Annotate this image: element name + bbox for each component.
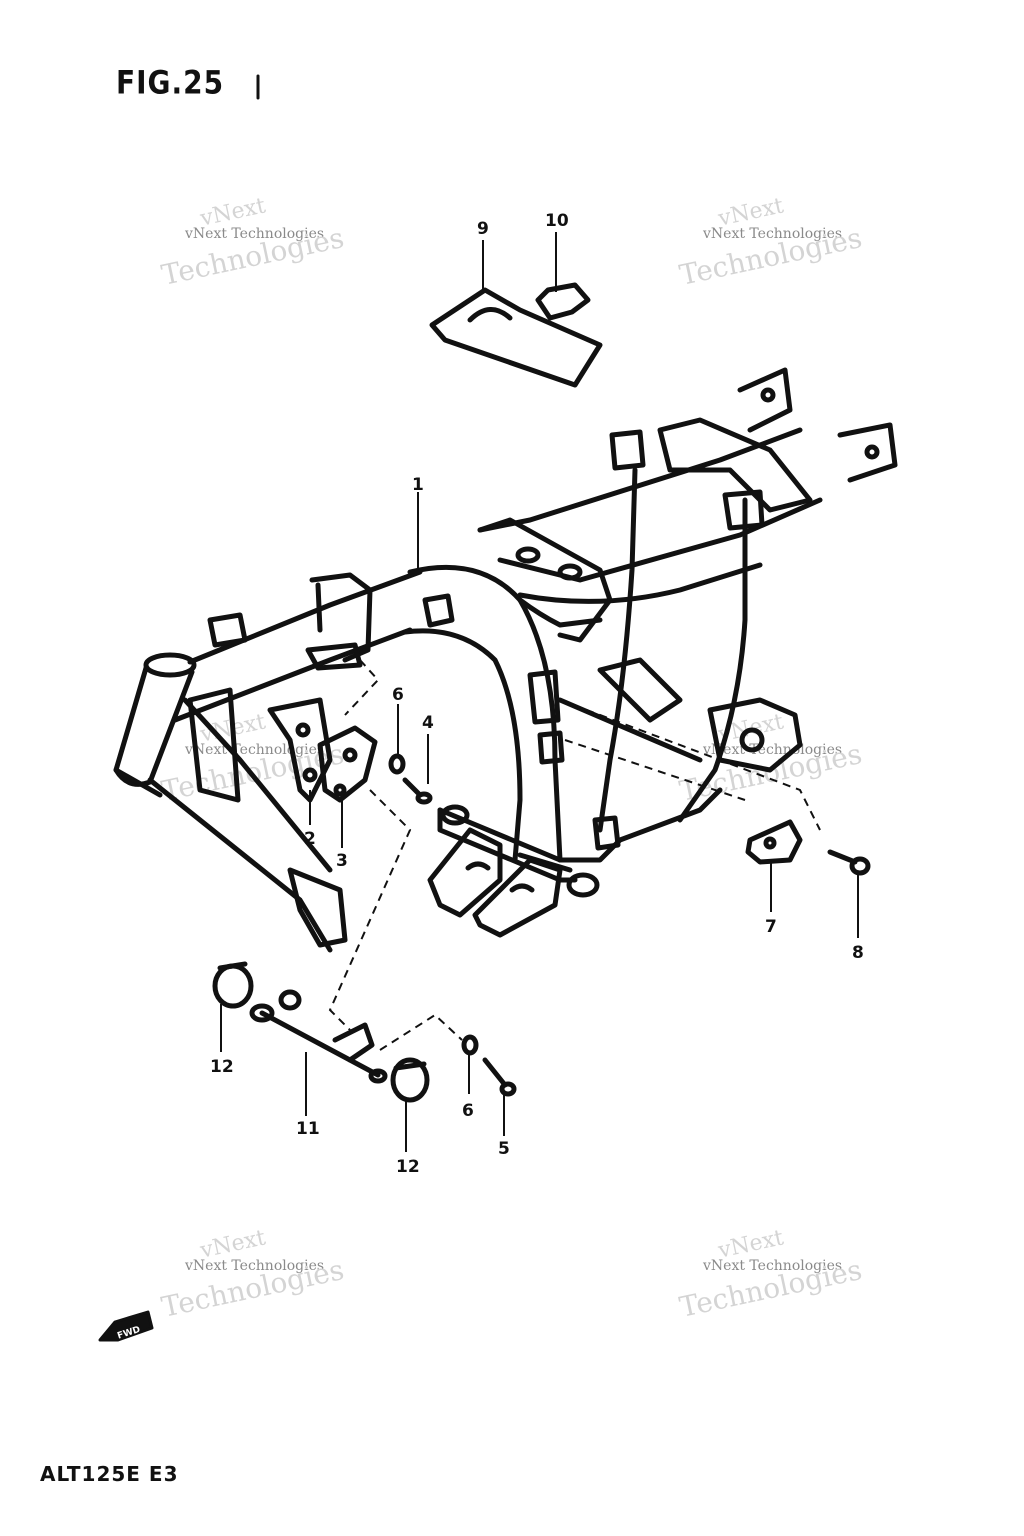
callout-12-upper: 12 [210,1057,234,1077]
callout-2: 2 [304,829,316,849]
callout-12-lower: 12 [396,1157,420,1177]
callout-8: 8 [852,943,864,963]
callout-3: 3 [336,851,348,871]
forward-arrow-icon [98,1310,154,1342]
callout-6-upper: 6 [392,685,404,705]
cushion-part-12-upper [212,961,254,1009]
frame-part-1 [113,367,898,953]
plate-part-7 [745,819,803,865]
callout-labels: 1 2 3 4 5 6 6 7 8 9 10 11 12 12 FWD [116,211,864,1342]
engine-bracket-part-3 [317,725,378,803]
figure-title: FIG.25 [116,63,225,102]
model-code: ALT125E E3 [40,1462,179,1486]
clamp-part-10 [535,282,591,321]
callout-6-lower: 6 [462,1101,474,1121]
callout-10: 10 [545,211,569,231]
washer-part-6-lower [461,1034,479,1056]
pad-part-9 [429,287,603,388]
callout-7: 7 [765,917,777,937]
callout-11: 11 [296,1119,320,1139]
bolt-part-8 [827,849,871,876]
bolt-part-4 [402,777,433,805]
bolt-part-5 [482,1057,517,1097]
callout-5: 5 [498,1139,510,1159]
leader-lines [220,232,859,1152]
shaft-part-11 [249,989,388,1084]
callout-9: 9 [477,219,489,239]
cushion-part-12-lower [390,1057,430,1103]
callout-4: 4 [422,713,434,733]
callout-1: 1 [412,475,424,495]
washer-part-6 [388,753,406,775]
